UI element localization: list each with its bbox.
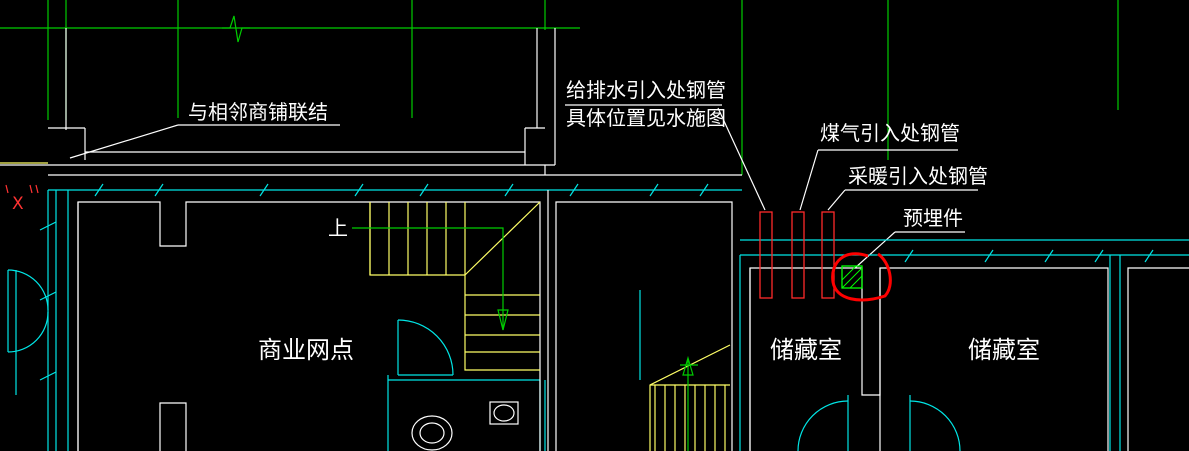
- storage-room-2-label: 储藏室: [968, 336, 1040, 364]
- water-pipe: [759, 211, 773, 299]
- storage-room-1-label: 储藏室: [770, 336, 842, 364]
- stair-arrows: [352, 227, 698, 451]
- axis-lines: [0, 0, 1119, 175]
- embedded-part: [841, 265, 863, 289]
- adjacent-shop-connection-label: 与相邻商铺联结: [188, 100, 328, 124]
- gas-pipe: [791, 211, 805, 299]
- gas-pipe-label: 煤气引入处钢管: [820, 121, 960, 145]
- embedded-part-label: 预埋件: [903, 206, 963, 230]
- highlight-circle: [831, 252, 892, 302]
- water-pipe-label-1: 给排水引入处钢管: [566, 78, 726, 102]
- dimension-lines: [7, 183, 1189, 451]
- heating-pipe-label: 采暖引入处钢管: [848, 164, 988, 188]
- stair-up-label: 上: [328, 216, 348, 240]
- stairs: [369, 201, 731, 451]
- walls-upper: [0, 28, 978, 269]
- section-mark-label: X: [12, 194, 24, 214]
- heating-pipe: [821, 211, 835, 299]
- walls-rooms: [77, 190, 1189, 451]
- section-mark: [5, 184, 39, 194]
- commercial-outlet-label: 商业网点: [258, 336, 354, 364]
- pipes: [759, 211, 835, 299]
- water-pipe-label-2: 具体位置见水施图: [566, 106, 726, 130]
